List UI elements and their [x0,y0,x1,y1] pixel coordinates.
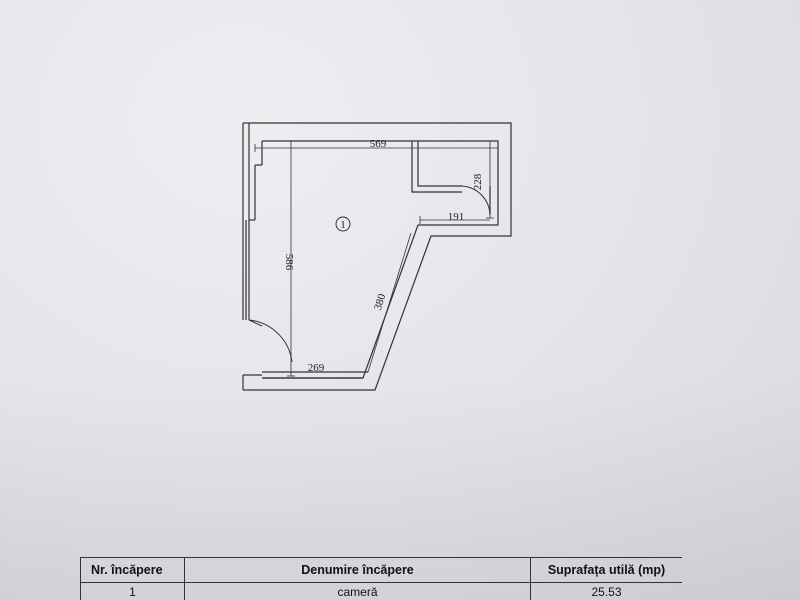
cell-room-name: cameră [184,582,531,600]
room-marker-circle [335,216,351,232]
dimension-closet-width: 191 [448,211,465,223]
cell-room-number: 1 [80,582,185,600]
table-row: 1 cameră 25.53 [80,582,682,600]
cell-usable-area: 25.53 [530,582,682,600]
dimension-diagonal-wall: 380 [372,292,389,312]
left-wall [242,122,263,391]
dimension-left-height: 586 [283,254,295,271]
header-usable-area: Suprafața utilă (mp) [530,557,682,583]
dimension-lines [254,140,499,377]
room-marker-number: 1 [340,219,346,231]
dimension-bottom-width: 269 [308,362,325,374]
table-header-row: Nr. încăpere Denumire încăpere Suprafața… [80,557,682,583]
room-table-container: Nr. încăpere Denumire încăpere Suprafața… [80,557,682,600]
dimension-top-width: 569 [370,138,387,150]
room-table: Nr. încăpere Denumire încăpere Suprafața… [80,557,682,600]
header-room-name: Denumire încăpere [184,557,531,583]
dimension-closet-height: 228 [472,173,484,190]
entry-door [248,319,293,363]
header-room-number: Nr. încăpere [80,557,185,583]
